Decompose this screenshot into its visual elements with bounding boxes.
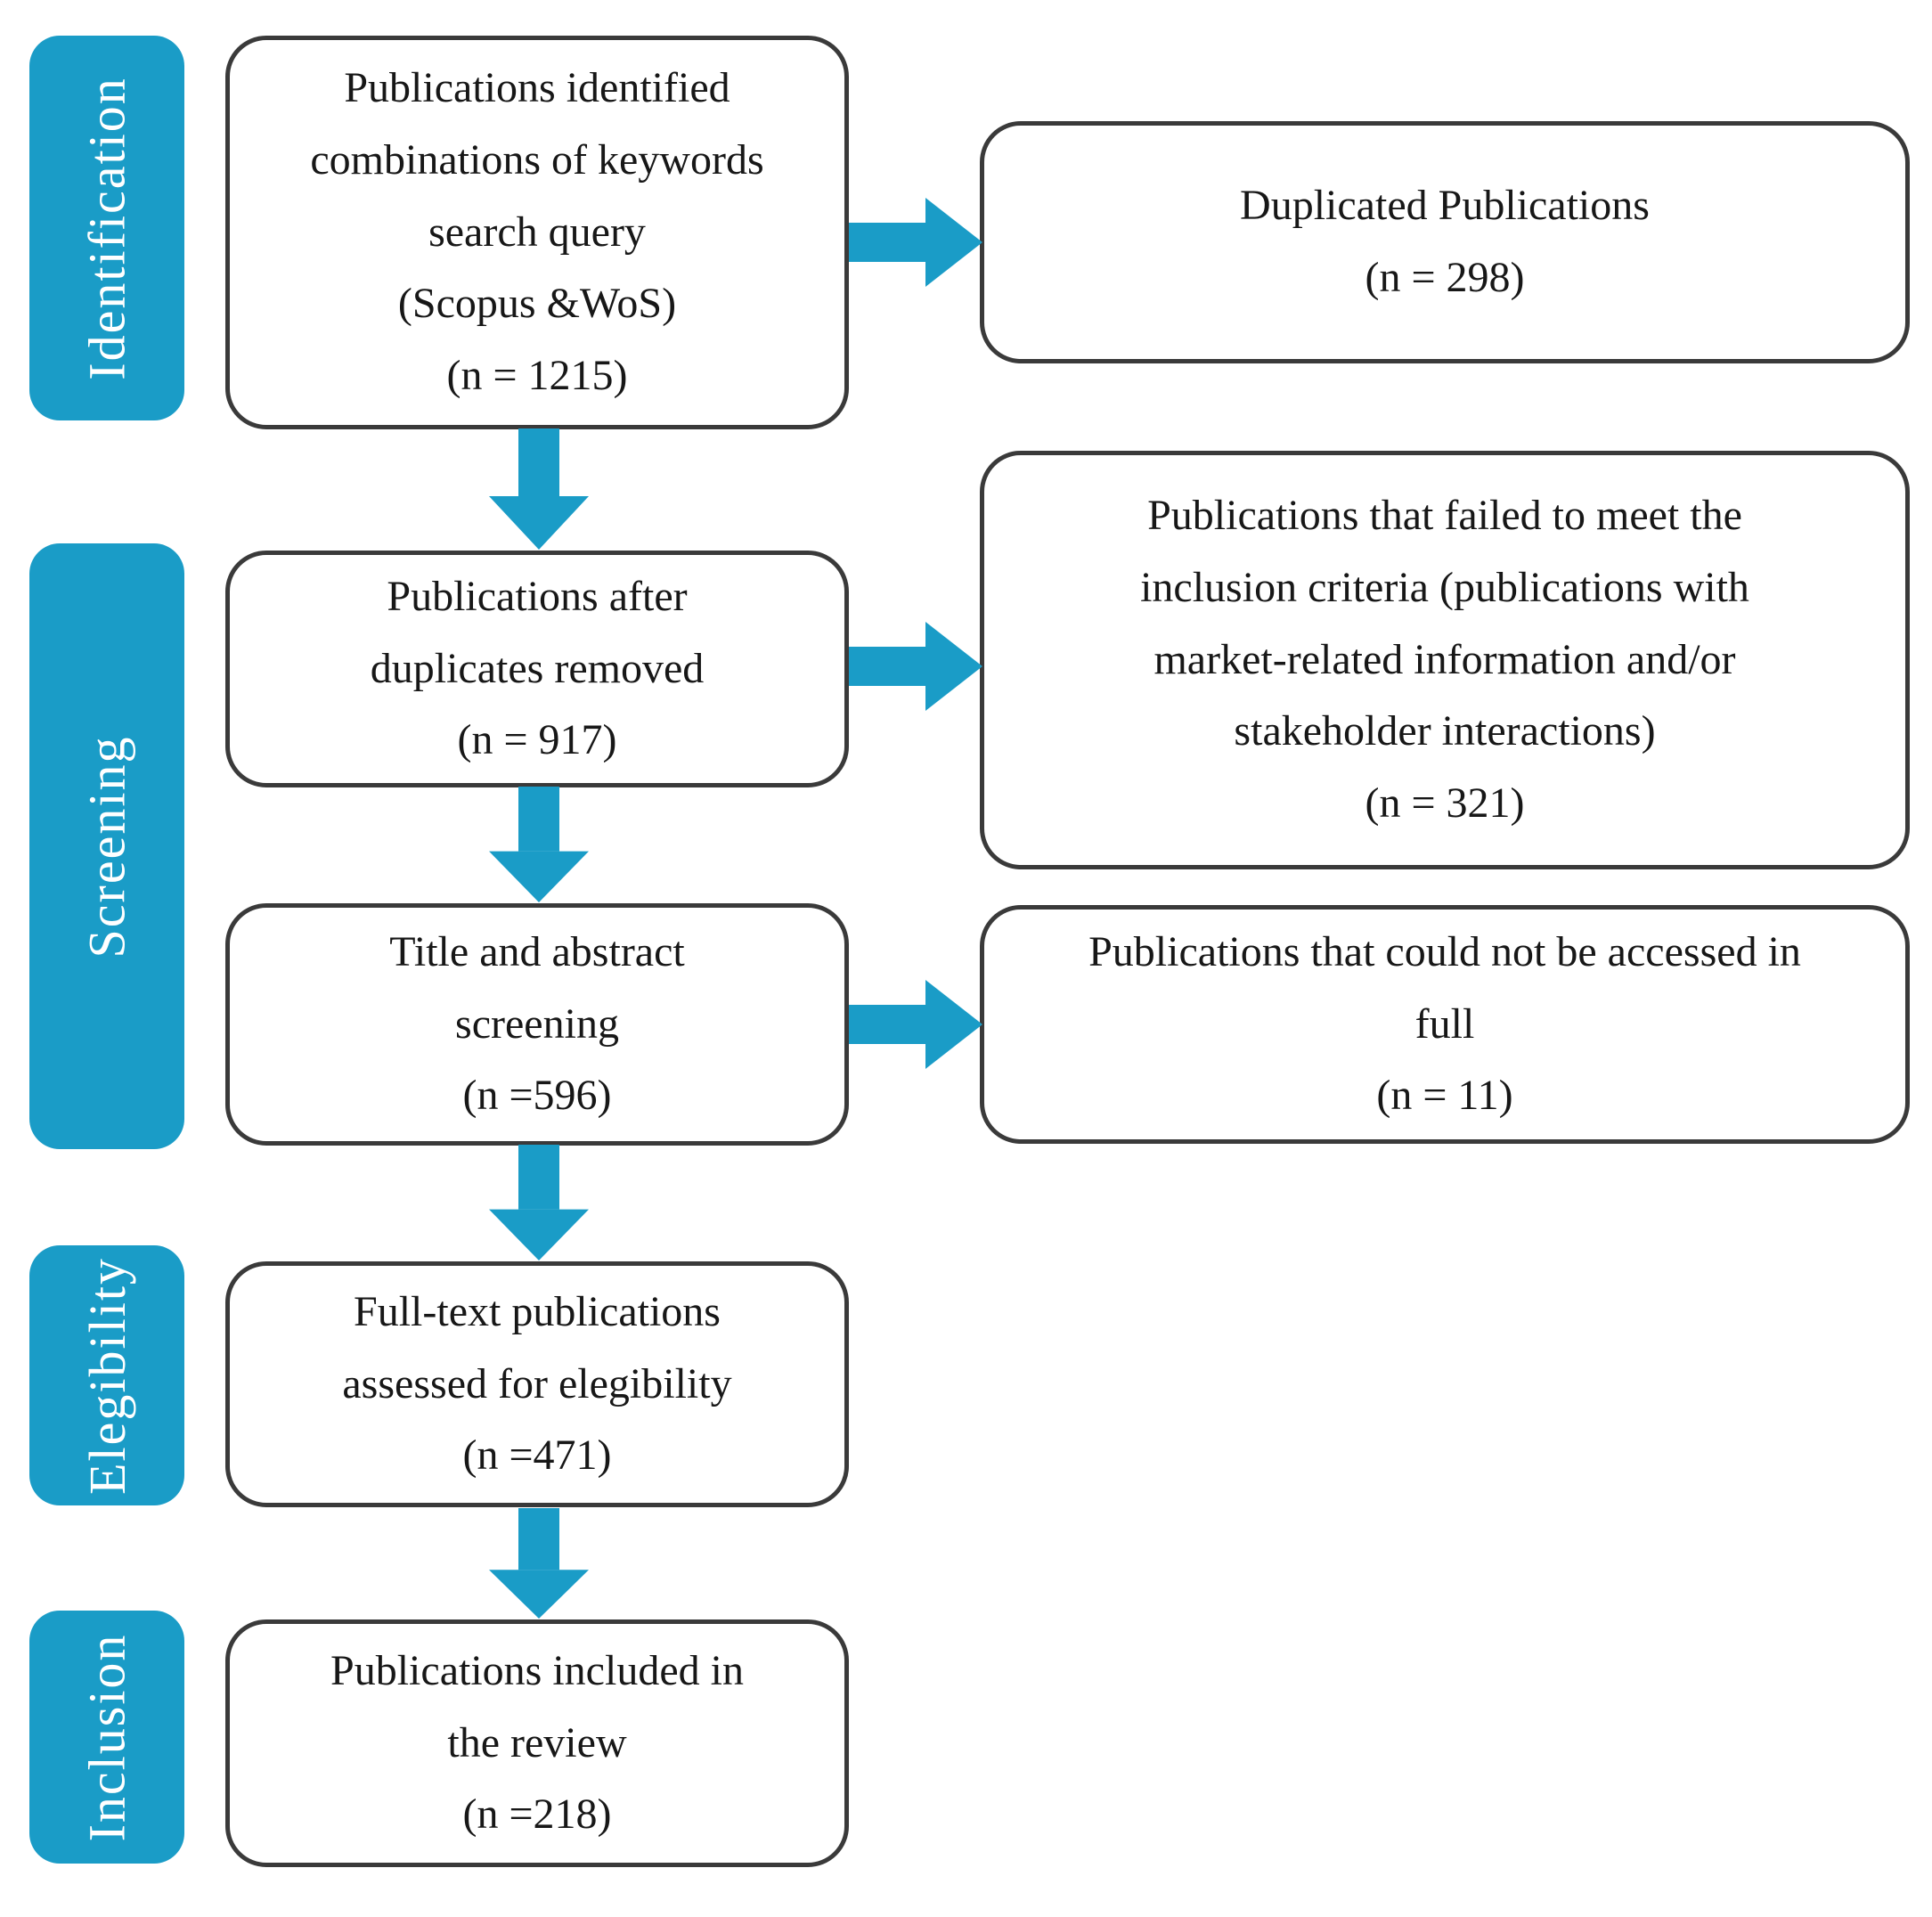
arrow-right-icon [849, 980, 982, 1069]
box-not-accessed-in-full: Publications that could not be accessed … [980, 905, 1910, 1144]
box-text-line: search query [428, 208, 646, 256]
stage-label-identification-text: Identification [77, 76, 136, 380]
box-text-line: Publications included in [330, 1647, 744, 1695]
box-publications-included-in-review: Publications included in the review (n =… [225, 1619, 849, 1867]
arrow-down-icon [489, 1508, 589, 1619]
box-text-line: Publications that failed to meet the [1147, 492, 1742, 540]
box-count: (n = 1215) [446, 351, 628, 399]
arrow-right-icon [849, 622, 982, 711]
box-fulltext-assessed-for-elegibility: Full-text publications assessed for eleg… [225, 1261, 849, 1507]
box-text-line: full [1414, 999, 1475, 1048]
box-count: (n = 11) [1376, 1072, 1513, 1120]
box-count: (n =596) [462, 1072, 612, 1120]
box-count: (n =471) [462, 1432, 612, 1480]
box-count: (n =218) [462, 1791, 612, 1839]
box-text-line: the review [447, 1718, 627, 1766]
stage-label-elegibility: Elegibility [29, 1245, 184, 1505]
box-text-line: screening [455, 999, 619, 1048]
box-text-line: inclusion criteria (publications with [1140, 564, 1749, 612]
box-text-line: stakeholder interactions) [1234, 707, 1656, 755]
stage-label-screening-text: Screening [77, 735, 136, 958]
box-text-line: Publications that could not be accessed … [1088, 928, 1801, 976]
arrow-down-icon [489, 787, 589, 902]
box-text-line: assessed for elegibility [342, 1359, 732, 1407]
box-text-line: combinations of keywords [310, 136, 764, 184]
box-count: (n = 321) [1365, 779, 1525, 827]
box-count: (n = 298) [1365, 254, 1525, 301]
box-text-line: Duplicated Publications [1240, 182, 1650, 230]
box-failed-inclusion-criteria: Publications that failed to meet the inc… [980, 451, 1910, 869]
stage-label-inclusion: Inclusion [29, 1611, 184, 1864]
box-publications-after-duplicates-removed: Publications after duplicates removed (n… [225, 551, 849, 787]
stage-label-screening: Screening [29, 543, 184, 1149]
box-title-and-abstract-screening: Title and abstract screening (n =596) [225, 903, 849, 1146]
box-duplicated-publications: Duplicated Publications (n = 298) [980, 121, 1910, 363]
box-text-line: (Scopus &WoS) [397, 280, 677, 328]
stage-label-identification: Identification [29, 36, 184, 420]
box-text-line: market-related information and/or [1153, 635, 1736, 683]
arrow-right-icon [849, 198, 982, 287]
box-text-line: Full-text publications [354, 1288, 721, 1336]
box-text-line: Title and abstract [389, 928, 685, 976]
box-text-line: Publications after [387, 573, 688, 621]
arrow-down-icon [489, 1145, 589, 1260]
box-text-line: duplicates removed [370, 644, 705, 692]
stage-label-inclusion-text: Inclusion [77, 1633, 136, 1841]
arrow-down-icon [489, 428, 589, 550]
box-publications-identified: Publications identified combinations of … [225, 36, 849, 429]
box-text-line: Publications identified [344, 64, 730, 112]
box-count: (n = 917) [457, 716, 617, 764]
stage-label-elegibility-text: Elegibility [77, 1256, 136, 1495]
